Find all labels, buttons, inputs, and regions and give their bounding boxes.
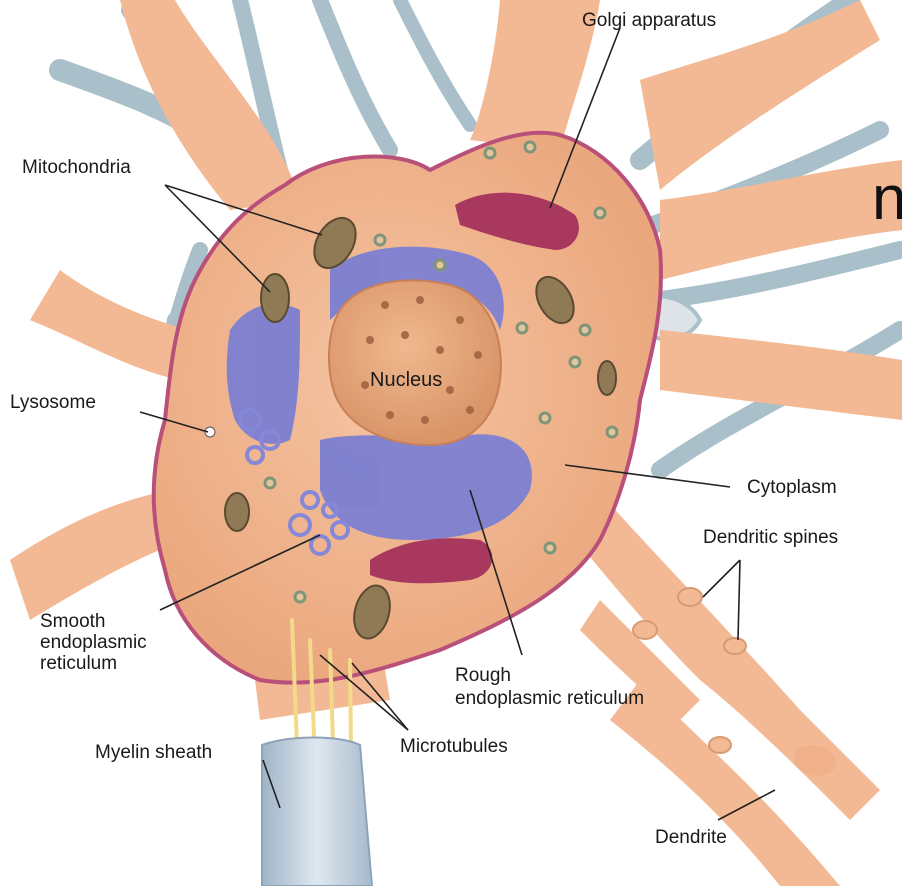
label-rough-er-line2: endoplasmic reticulum xyxy=(455,688,644,709)
label-rough-er-line1: Rough xyxy=(455,665,511,686)
label-dendritic-spines: Dendritic spines xyxy=(703,527,838,548)
label-microtubules: Microtubules xyxy=(400,736,508,757)
label-smooth-er-line3: reticulum xyxy=(40,653,117,674)
label-nucleus: Nucleus xyxy=(370,370,442,391)
label-myelin-sheath: Myelin sheath xyxy=(95,742,212,763)
label-cytoplasm: Cytoplasm xyxy=(747,477,837,498)
myelin-sheath xyxy=(262,738,372,886)
label-dendrite: Dendrite xyxy=(655,827,727,848)
label-golgi-apparatus: Golgi apparatus xyxy=(582,10,716,31)
label-mitochondria: Mitochondria xyxy=(22,157,131,178)
label-smooth-er-line2: endoplasmic xyxy=(40,632,147,653)
stray-letter: n xyxy=(872,168,902,230)
label-smooth-er-line1: Smooth xyxy=(40,611,105,632)
label-lysosome: Lysosome xyxy=(10,392,96,413)
nucleus xyxy=(329,280,501,445)
